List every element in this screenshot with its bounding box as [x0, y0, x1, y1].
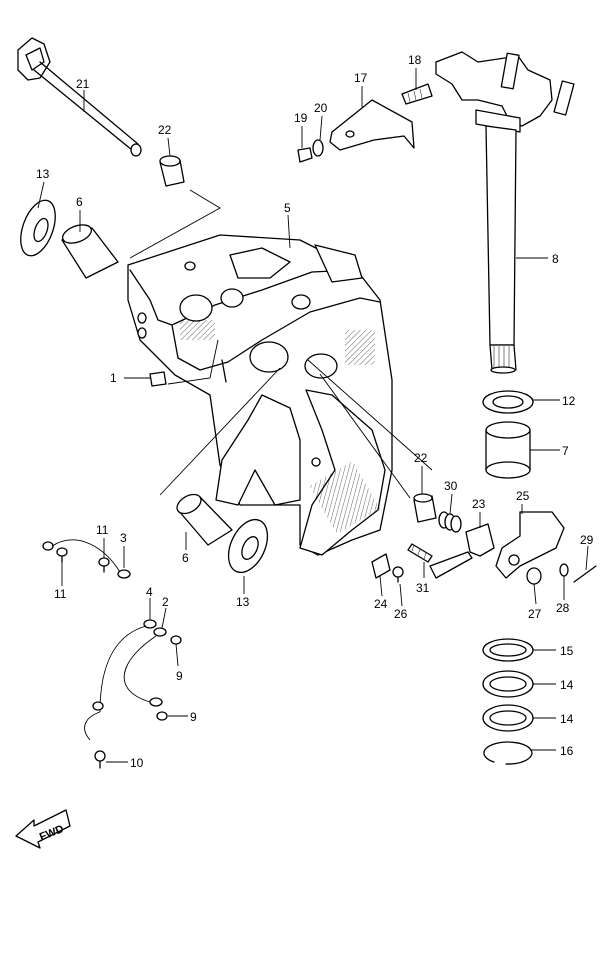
callout-21: 21	[76, 77, 90, 91]
callout-5: 5	[284, 201, 291, 215]
callout-2: 2	[162, 595, 169, 609]
part-13-washer-upper	[20, 199, 56, 257]
part-22-bushing-upper	[159, 155, 185, 187]
callout-14-a: 14	[560, 678, 574, 692]
fwd-arrow-icon: FWD	[15, 809, 71, 849]
callout-7: 7	[562, 444, 569, 458]
callout-8: 8	[552, 252, 559, 266]
callout-23: 23	[472, 497, 486, 511]
part-26-screw	[392, 566, 404, 583]
part-5-swivel-bracket	[127, 234, 393, 556]
callout-26: 26	[394, 607, 408, 621]
part-20-washer	[312, 139, 324, 157]
callout-17: 17	[354, 71, 368, 85]
part-8-steering-shaft	[435, 51, 575, 374]
part-24-clip	[371, 553, 391, 579]
part-25-lever	[495, 511, 565, 579]
part-4-ground-wire	[84, 619, 157, 741]
part-6-bushing-upper	[61, 224, 119, 279]
callout-14-b: 14	[560, 712, 574, 726]
callout-27: 27	[528, 607, 542, 621]
callout-20: 20	[314, 101, 328, 115]
callout-11-a: 11	[96, 523, 109, 537]
callout-30: 30	[444, 479, 458, 493]
part-14-washer-b	[482, 704, 534, 732]
part-10-bolt	[94, 750, 106, 769]
part-7-bushing	[485, 421, 531, 479]
part-19-nut	[297, 147, 313, 163]
part-1-grease-fitting	[149, 371, 167, 387]
part-29-pin	[573, 565, 597, 583]
part-11-bolt-a	[56, 547, 68, 563]
part-28-washer	[559, 563, 569, 577]
part-21-shaft	[17, 37, 142, 157]
callout-6-upper: 6	[76, 195, 83, 209]
part-12-washer	[482, 390, 534, 414]
callout-13-lower: 13	[236, 595, 250, 609]
part-3-ground-wire	[42, 539, 131, 579]
callout-1: 1	[110, 371, 117, 385]
part-23-lever	[429, 523, 495, 579]
callout-3: 3	[120, 531, 127, 545]
callout-12: 12	[562, 394, 576, 408]
part-27-collar	[526, 567, 542, 585]
callout-31: 31	[416, 581, 430, 595]
callout-9-a: 9	[176, 669, 183, 683]
part-2-ground-wire	[123, 627, 167, 707]
callout-13-upper: 13	[36, 167, 50, 181]
callout-4: 4	[146, 585, 153, 599]
part-22-bushing-lower	[413, 493, 437, 523]
callout-15: 15	[560, 644, 574, 658]
part-9-bolt-a	[170, 635, 182, 645]
callout-22-upper: 22	[158, 123, 172, 137]
part-16-circlip	[483, 741, 533, 765]
callout-25: 25	[516, 489, 530, 503]
callout-28: 28	[556, 601, 570, 615]
callout-29: 29	[580, 533, 594, 547]
callout-9-b: 9	[190, 710, 197, 724]
callout-16: 16	[560, 744, 574, 758]
callout-6-lower: 6	[182, 551, 189, 565]
part-18-stud	[401, 83, 433, 105]
part-6-bushing-lower	[176, 493, 233, 546]
callout-18: 18	[408, 53, 422, 67]
part-30-spring	[438, 511, 462, 533]
part-31-spring	[407, 543, 433, 563]
callout-11-b: 11	[54, 587, 67, 601]
callout-labels: 21 22 13 6 5 1 17 18 19 20 8 12 7 22 30 …	[36, 53, 594, 770]
part-11-bolt-b	[98, 557, 110, 573]
part-17-bracket	[329, 99, 415, 151]
callout-10: 10	[130, 756, 144, 770]
part-14-washer-a	[482, 670, 534, 698]
part-9-bolt-b	[156, 711, 168, 721]
callout-22-lower: 22	[414, 451, 428, 465]
part-13-washer-lower	[227, 518, 269, 574]
callout-24: 24	[374, 597, 388, 611]
leader-lines	[37, 68, 589, 763]
callout-19: 19	[294, 111, 308, 125]
part-15-washer	[482, 638, 534, 662]
